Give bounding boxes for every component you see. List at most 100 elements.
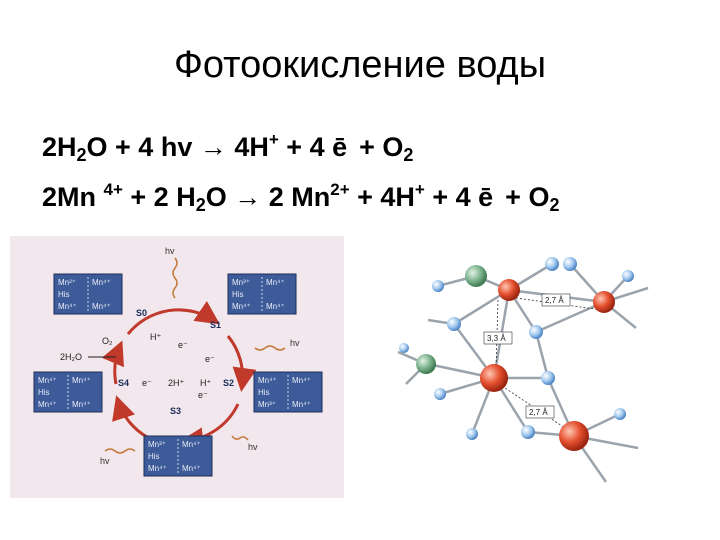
s-state-cycle-figure: Mn²⁺ Mn⁴⁺ His Mn⁴⁺ Mn⁴⁺ Mn³⁺ Mn⁴⁺ His Mn… (10, 236, 344, 498)
eq2-part: + 4H (349, 182, 415, 212)
svg-text:Mn⁴⁺: Mn⁴⁺ (232, 302, 251, 311)
hv-label: hv (100, 456, 110, 466)
hv-label: hv (290, 338, 300, 348)
eq1-part: + 4 ē (278, 132, 348, 162)
svg-text:Mn⁴⁺: Mn⁴⁺ (292, 400, 311, 409)
photon-squiggle (254, 345, 286, 351)
oxygen-atom (622, 270, 634, 282)
cycle-arrow-s3-s4 (112, 395, 156, 443)
equation-manganese-oxidation: 2Mn 4+ + 2 H2O → 2 Mn2+ + 4H+ + 4 ē+ O2 (42, 180, 559, 216)
svg-text:Mn⁴⁺: Mn⁴⁺ (292, 376, 311, 385)
calcium-atom (465, 265, 487, 287)
eq1-part: O + 4 hv → 4H (86, 132, 269, 162)
state-label-s2: S2 (223, 378, 234, 388)
photon-squiggle (231, 435, 249, 441)
mn-cluster-box-s0: Mn²⁺ Mn⁴⁺ His Mn⁴⁺ Mn⁴⁺ (53, 273, 123, 315)
eq2-sup: 4+ (103, 180, 123, 199)
eq1-sup: + (268, 130, 279, 149)
cycle-arrow-s0-s1 (126, 300, 220, 335)
distance-label: 2,7 Å (545, 296, 564, 305)
s-state-cycle-svg: Mn²⁺ Mn⁴⁺ His Mn⁴⁺ Mn⁴⁺ Mn³⁺ Mn⁴⁺ His Mn… (33, 246, 323, 477)
cycle-arrow-s2-s3 (179, 403, 240, 452)
e-minus-label: e⁻ (142, 378, 152, 388)
eq2-part: O → 2 Mn (205, 182, 331, 212)
mn-cluster-svg: 2,7 Å 3,3 Å 2,7 Å (397, 257, 649, 483)
eq2-part: + 4 ē (424, 182, 494, 212)
svg-text:Mn⁴⁺: Mn⁴⁺ (72, 376, 91, 385)
cycle-arrow-s4-s0 (101, 340, 124, 385)
state-label-s3: S3 (170, 406, 181, 416)
svg-text:Mn⁴⁺: Mn⁴⁺ (182, 464, 201, 473)
manganese-atom (498, 279, 520, 301)
svg-text:Mn⁴⁺: Mn⁴⁺ (266, 278, 285, 287)
mn-cluster-structure-figure: 2,7 Å 3,3 Å 2,7 Å (376, 236, 656, 498)
oxygen-atom (545, 257, 559, 271)
mn-cluster-box-s3: Mn³⁺ Mn⁴⁺ His Mn⁴⁺ Mn⁴⁺ (143, 435, 213, 477)
eq2-part: 2Mn (42, 182, 104, 212)
state-label-s1: S1 (210, 320, 221, 330)
svg-text:Mn⁴⁺: Mn⁴⁺ (258, 376, 277, 385)
eq1-part: 2H (42, 132, 77, 162)
eq1-part: + O (359, 132, 404, 162)
calcium-atom (416, 354, 436, 374)
svg-text:Mn⁴⁺: Mn⁴⁺ (92, 278, 111, 287)
svg-text:His: His (232, 290, 244, 299)
svg-text:His: His (258, 388, 270, 397)
mn-cluster-box-s2: Mn⁴⁺ Mn⁴⁺ His Mn³⁺ Mn⁴⁺ (253, 371, 323, 413)
svg-text:Mn⁴⁺: Mn⁴⁺ (58, 302, 77, 311)
cycle-arrow-s1-s2 (226, 335, 257, 392)
eq2-sub: 2 (195, 195, 206, 215)
svg-text:Mn⁴⁺: Mn⁴⁺ (182, 440, 201, 449)
oxygen-atom (614, 408, 626, 420)
distance-label: 3,3 Å (487, 334, 506, 343)
manganese-atom (593, 291, 615, 313)
e-minus-label: e⁻ (205, 354, 215, 364)
o2-label: O₂ (102, 336, 113, 346)
svg-text:His: His (38, 388, 50, 397)
state-label-s4: S4 (118, 378, 129, 388)
oxygen-atom (434, 388, 446, 400)
hv-label: hv (165, 246, 175, 256)
svg-text:His: His (58, 290, 70, 299)
svg-text:Mn³⁺: Mn³⁺ (148, 440, 166, 449)
manganese-atom (559, 421, 589, 451)
svg-text:Mn⁴⁺: Mn⁴⁺ (38, 376, 57, 385)
state-label-s0: S0 (136, 308, 147, 318)
svg-text:Mn⁴⁺: Mn⁴⁺ (38, 400, 57, 409)
svg-text:Mn³⁺: Mn³⁺ (232, 278, 250, 287)
eq2-part: + O (505, 182, 550, 212)
oxygen-atom (521, 425, 535, 439)
oxygen-atom (563, 257, 577, 271)
svg-text:Mn⁴⁺: Mn⁴⁺ (92, 302, 111, 311)
e-minus-label: e⁻ (178, 340, 188, 350)
eq2-part: + 2 H (122, 182, 196, 212)
svg-text:Mn⁴⁺: Mn⁴⁺ (148, 464, 167, 473)
h-plus-label: H⁺ (200, 378, 211, 388)
mn-cluster-box-s1: Mn³⁺ Mn⁴⁺ His Mn⁴⁺ Mn⁴⁺ (227, 273, 297, 315)
equation-water-photolysis: 2H2O + 4 hv → 4H+ + 4 ē+ O2 (42, 130, 413, 166)
h-plus-label: H⁺ (150, 332, 161, 342)
eq2-sup: 2+ (330, 180, 350, 199)
eq2-sup: + (414, 180, 425, 199)
photon-squiggle (104, 448, 136, 454)
eq2-sub: 2 (549, 195, 560, 215)
oxygen-atom (466, 428, 478, 440)
distance-label: 2,7 Å (529, 408, 548, 417)
e-minus-label: e⁻ (198, 390, 208, 400)
photon-squiggle (172, 257, 178, 299)
oxygen-atom (541, 371, 555, 385)
svg-text:Mn³⁺: Mn³⁺ (258, 400, 276, 409)
svg-text:Mn²⁺: Mn²⁺ (58, 278, 76, 287)
eq1-sub: 2 (76, 145, 87, 165)
mn-cluster-box-s4: Mn⁴⁺ Mn⁴⁺ His Mn⁴⁺ Mn⁴⁺ (33, 371, 103, 413)
slide-title: Фотоокисление воды (173, 44, 547, 86)
svg-text:Mn⁴⁺: Mn⁴⁺ (72, 400, 91, 409)
water-label: 2H₂O (60, 352, 82, 362)
manganese-atom (480, 364, 508, 392)
oxygen-atom (432, 280, 444, 292)
eq1-sub: 2 (403, 145, 414, 165)
svg-text:Mn⁴⁺: Mn⁴⁺ (266, 302, 285, 311)
svg-text:His: His (148, 452, 160, 461)
two-h-plus-label: 2H⁺ (168, 378, 185, 388)
oxygen-atom (447, 317, 461, 331)
